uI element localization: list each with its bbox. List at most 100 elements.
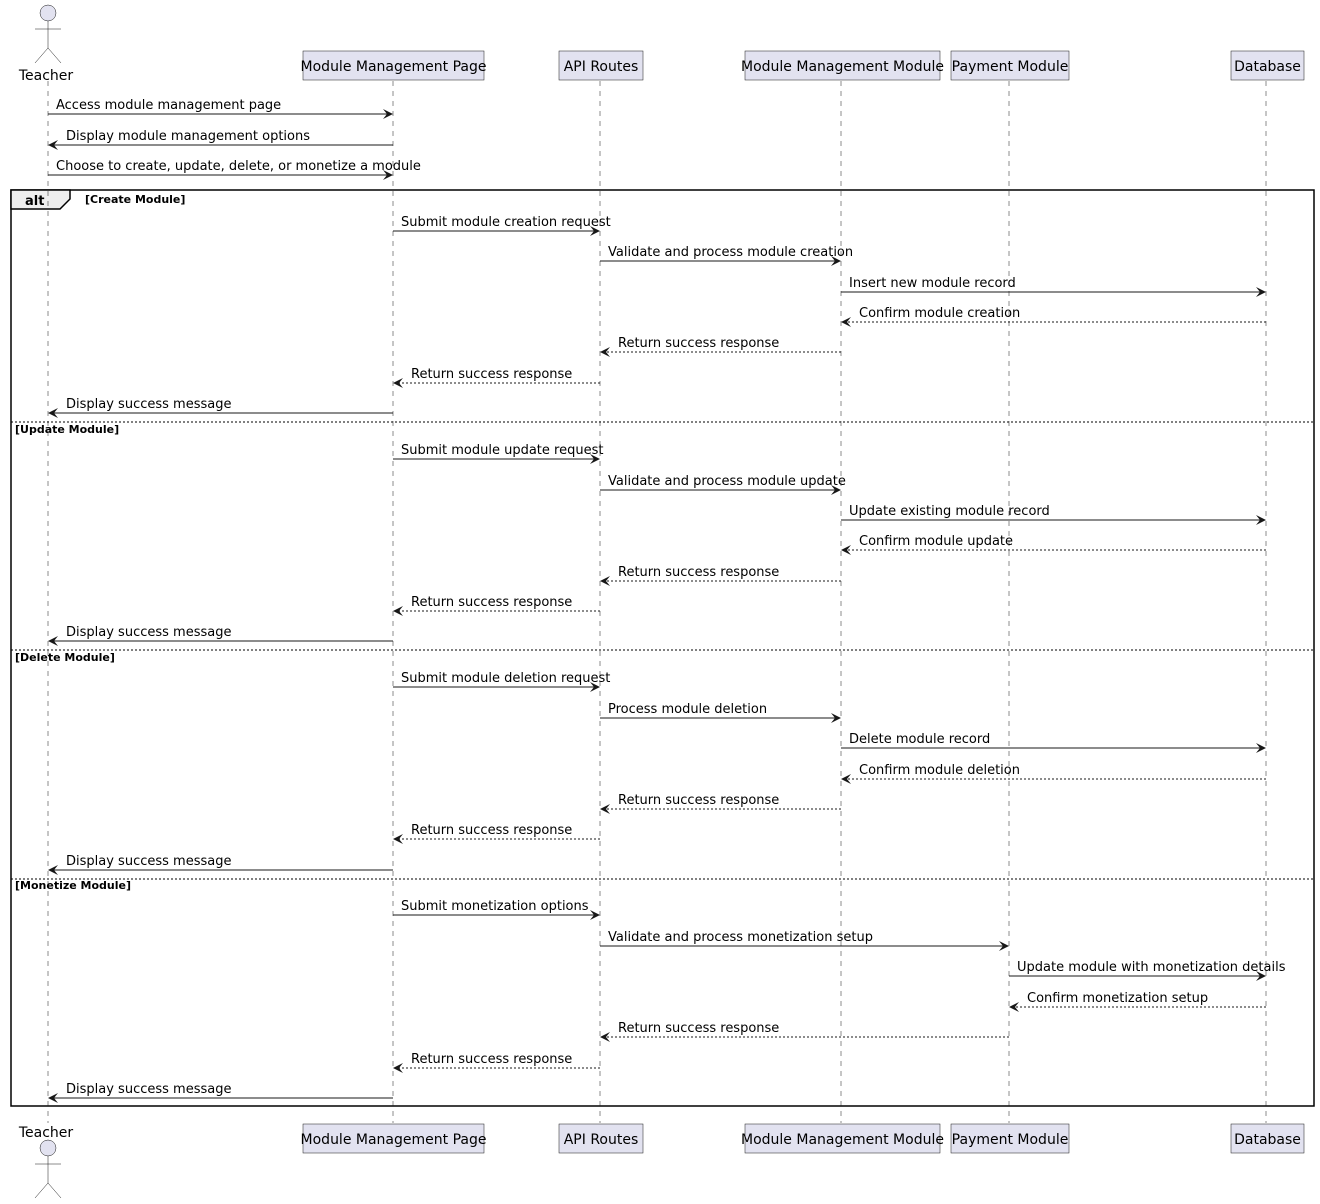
actor-teacher-top[interactable]: Teacher [18, 4, 74, 84]
actor-label: Teacher [18, 1125, 74, 1141]
participant-box [1230, 1123, 1305, 1154]
participant-mmm-top[interactable]: Module Management Module [741, 50, 944, 81]
message: Validate and process monetization setup [600, 930, 1009, 951]
message-label: Return success response [618, 1021, 779, 1036]
participant-db-bottom[interactable]: Database [1230, 1123, 1305, 1154]
message: Update existing module record [841, 504, 1266, 525]
participant-box [302, 50, 485, 81]
participant-api-bottom[interactable]: API Routes [558, 1123, 644, 1154]
message: Return success response [600, 565, 841, 586]
participant-label: API Routes [564, 59, 639, 75]
message-label: Confirm module update [859, 534, 1013, 549]
message: Confirm module creation [841, 306, 1266, 327]
message-label: Choose to create, update, delete, or mon… [56, 159, 421, 174]
message: Process module deletion [600, 702, 841, 723]
message-label: Display success message [66, 854, 231, 869]
message: Return success response [393, 1052, 600, 1073]
actor-head [39, 1139, 57, 1157]
actor-label: Teacher [18, 68, 74, 84]
message: Update module with monetization details [1009, 960, 1286, 981]
message: Access module management page [48, 98, 393, 119]
message: Return success response [393, 367, 600, 388]
participant-box [302, 1123, 485, 1154]
alt-frame-tab [10, 189, 71, 210]
message: Display success message [48, 1082, 393, 1103]
message: Return success response [600, 1021, 1009, 1042]
participant-label: Module Management Module [741, 59, 944, 75]
participant-label: Module Management Page [301, 59, 487, 75]
message-label: Access module management page [56, 98, 281, 113]
message: Return success response [600, 793, 841, 814]
participant-pay-bottom[interactable]: Payment Module [950, 1123, 1070, 1154]
participant-label: API Routes [564, 1132, 639, 1148]
message: Display module management options [48, 129, 393, 150]
participant-box [558, 1123, 644, 1154]
actor-teacher-bottom[interactable]: Teacher [18, 1125, 74, 1199]
message: Choose to create, update, delete, or mon… [48, 159, 421, 180]
participant-label: Database [1234, 59, 1301, 75]
message: Confirm module update [841, 534, 1266, 555]
message: Confirm module deletion [841, 763, 1266, 784]
alt-keyword: alt [25, 194, 44, 209]
message-label: Submit module deletion request [401, 671, 610, 686]
participant-page-bottom[interactable]: Module Management Page [301, 1123, 487, 1154]
guard-label: [Create Module] [85, 193, 185, 206]
message-label: Return success response [411, 367, 572, 382]
message: Return success response [393, 823, 600, 844]
guard-label: [Monetize Module] [15, 879, 131, 892]
message: Validate and process module creation [600, 245, 853, 266]
message: Display success message [48, 625, 393, 646]
participant-box [1230, 50, 1305, 81]
message: Submit monetization options [393, 899, 600, 920]
message-label: Update existing module record [849, 504, 1050, 519]
participant-label: Payment Module [952, 1132, 1069, 1148]
message-label: Return success response [411, 823, 572, 838]
message: Return success response [600, 336, 841, 357]
message-label: Display module management options [66, 129, 310, 144]
actor-leg-right [47, 47, 62, 64]
alt-frame [10, 189, 1315, 1107]
message-label: Display success message [66, 1082, 231, 1097]
participant-label: Module Management Page [301, 1132, 487, 1148]
participant-pay-top[interactable]: Payment Module [950, 50, 1070, 81]
message: Insert new module record [841, 276, 1266, 297]
message-label: Delete module record [849, 732, 990, 747]
actor-head [39, 4, 57, 22]
message-label: Submit module update request [401, 443, 603, 458]
message-label: Return success response [618, 565, 779, 580]
participant-mmm-bottom[interactable]: Module Management Module [741, 1123, 944, 1154]
message-label: Insert new module record [849, 276, 1016, 291]
guard-label: [Delete Module] [15, 651, 115, 664]
participant-box [950, 50, 1070, 81]
message-label: Return success response [411, 595, 572, 610]
actor-leg-right [47, 1182, 62, 1199]
participant-page-top[interactable]: Module Management Page [301, 50, 487, 81]
message: Submit module update request [393, 443, 603, 464]
actor-leg-left [34, 47, 49, 64]
participant-db-top[interactable]: Database [1230, 50, 1305, 81]
message: Submit module creation request [393, 215, 611, 236]
message: Return success response [393, 595, 600, 616]
participant-label: Module Management Module [741, 1132, 944, 1148]
message: Submit module deletion request [393, 671, 610, 692]
participant-box [744, 1123, 941, 1154]
message-label: Validate and process monetization setup [608, 930, 873, 945]
message-label: Submit monetization options [401, 899, 589, 914]
message-label: Confirm module deletion [859, 763, 1020, 778]
message-label: Return success response [618, 336, 779, 351]
message-label: Display success message [66, 397, 231, 412]
participant-label: Payment Module [952, 59, 1069, 75]
message-label: Process module deletion [608, 702, 767, 717]
participant-box [744, 50, 941, 81]
message-label: Confirm monetization setup [1027, 991, 1208, 1006]
message-label: Display success message [66, 625, 231, 640]
participant-label: Database [1234, 1132, 1301, 1148]
message: Validate and process module update [600, 474, 846, 495]
message-label: Return success response [618, 793, 779, 808]
message-label: Update module with monetization details [1017, 960, 1286, 975]
message-label: Validate and process module update [608, 474, 846, 489]
participant-api-top[interactable]: API Routes [558, 50, 644, 81]
message: Confirm monetization setup [1009, 991, 1266, 1012]
message-label: Confirm module creation [859, 306, 1020, 321]
message: Delete module record [841, 732, 1266, 753]
